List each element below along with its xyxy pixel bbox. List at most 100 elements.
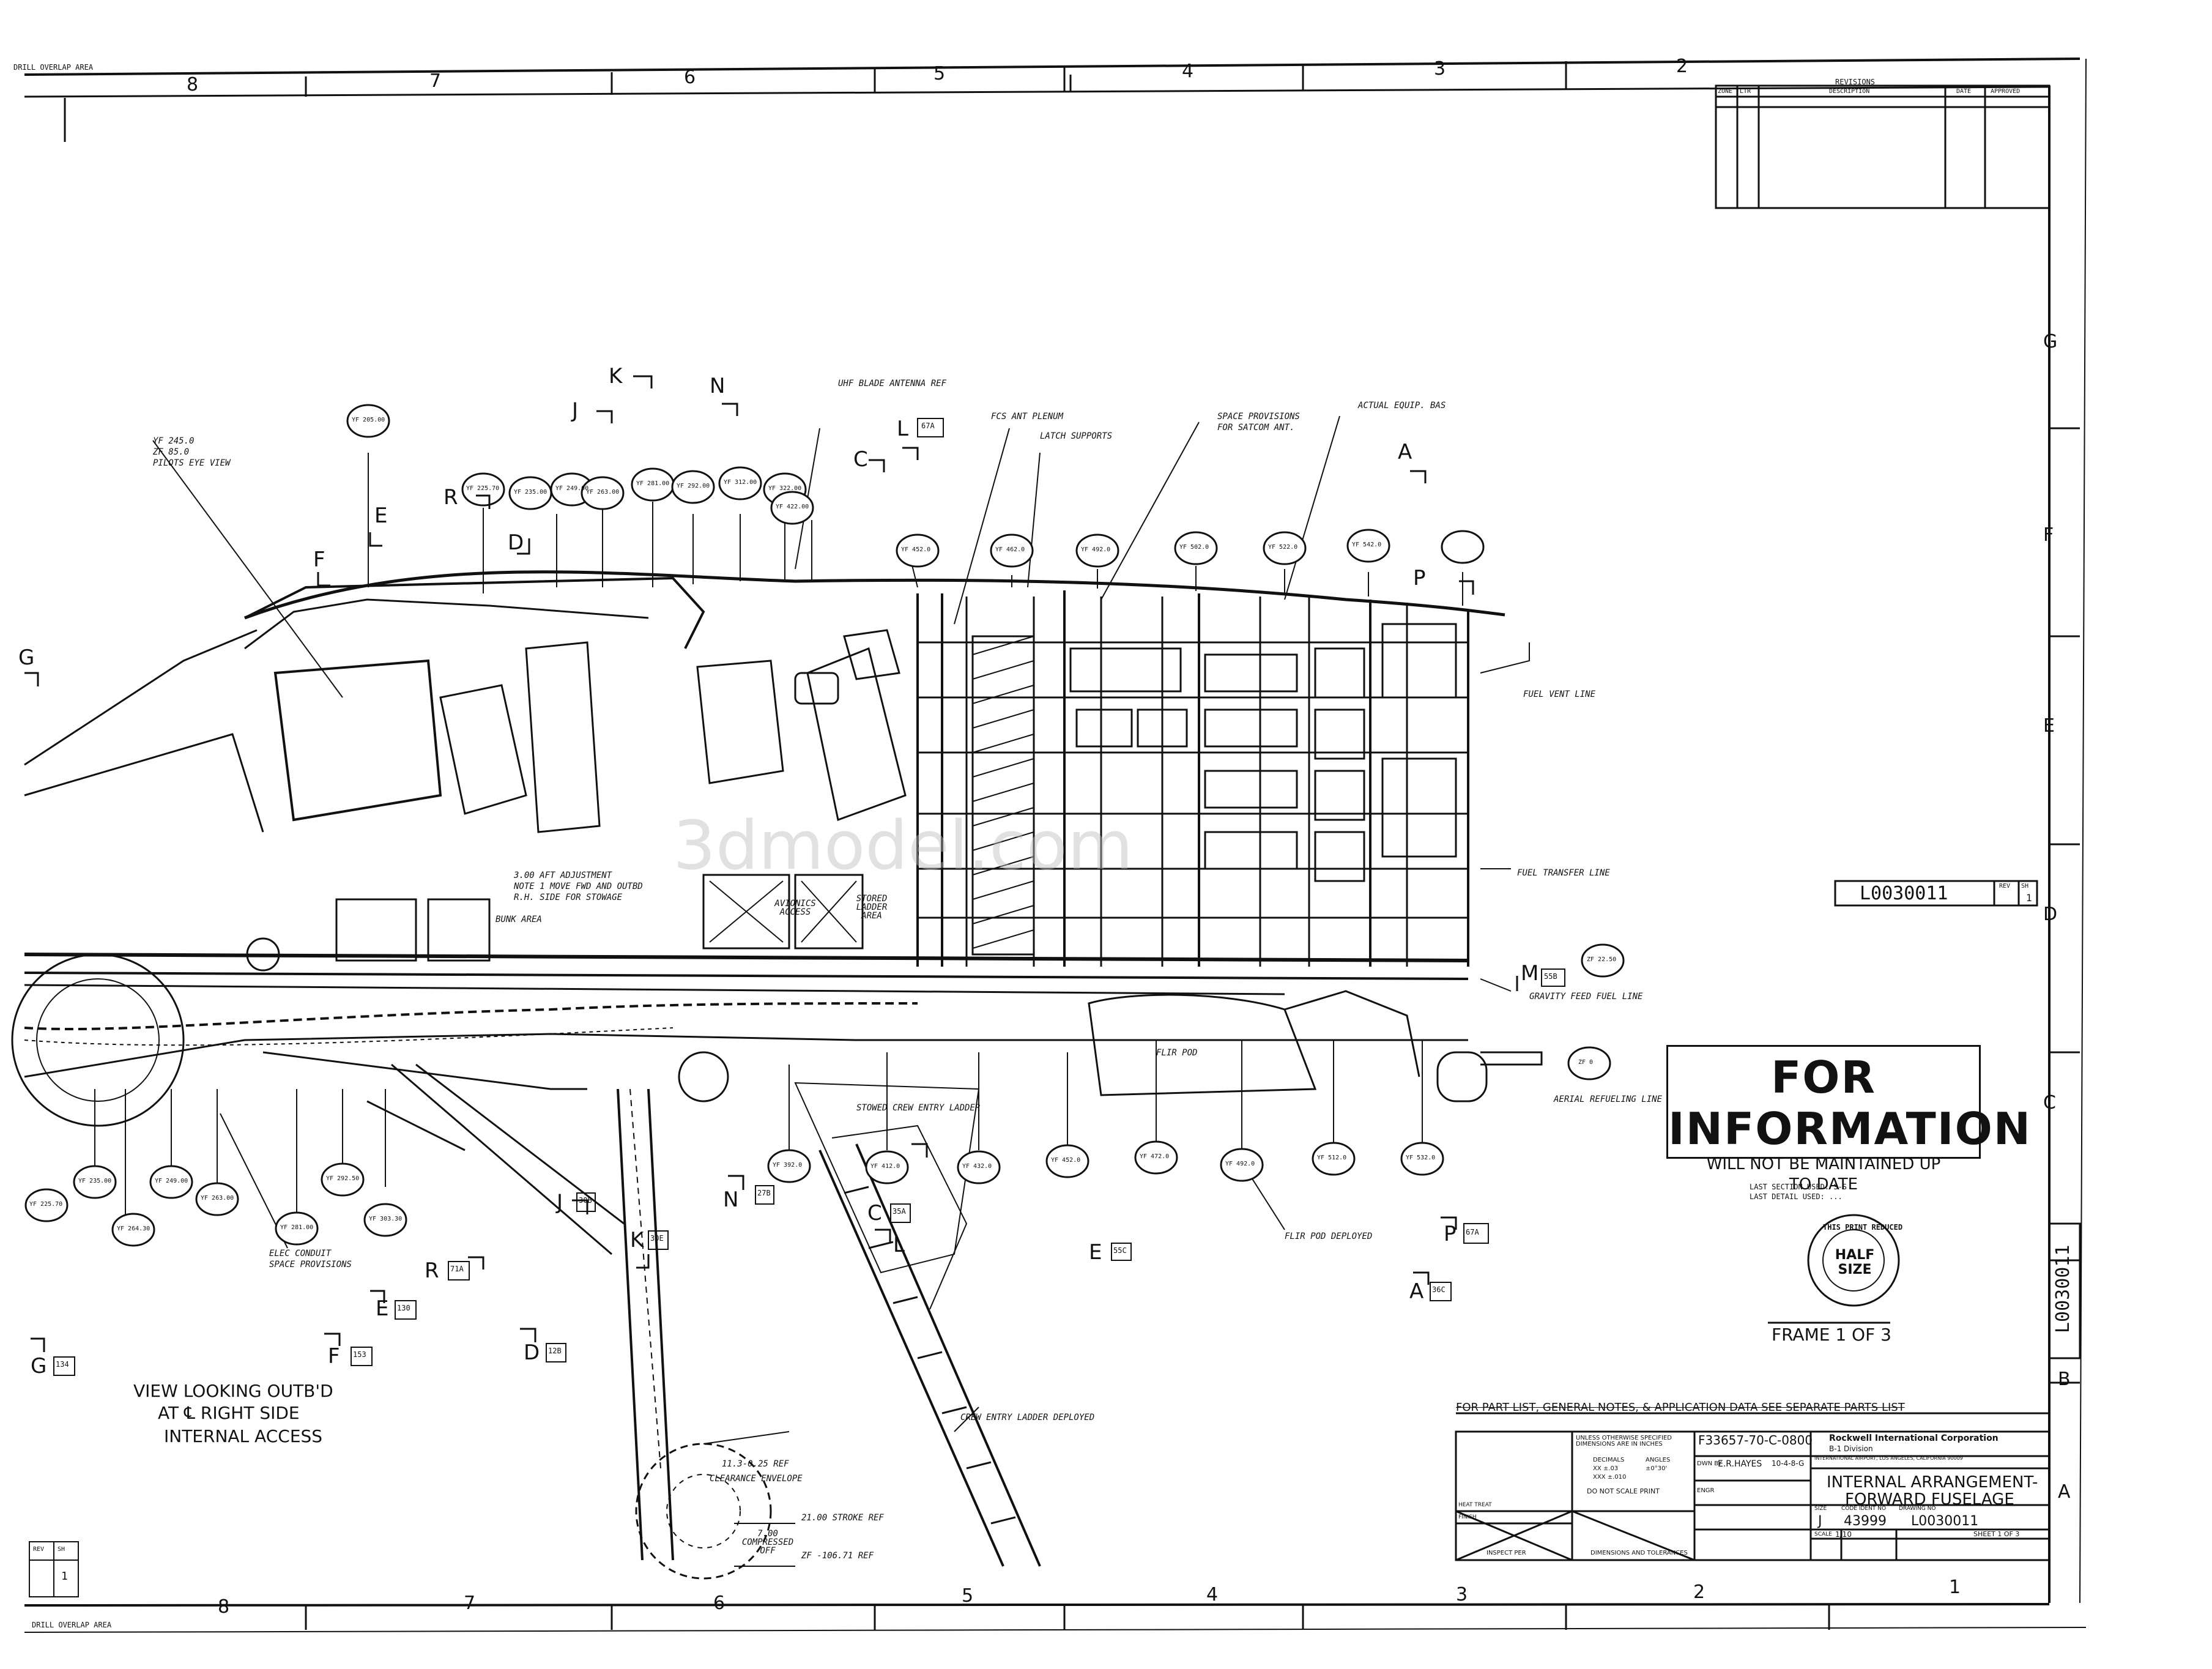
rev-col-description: DESCRIPTION [1829, 88, 1870, 95]
section-ref-J: 30B [579, 1196, 592, 1205]
station-label: YF 492.0 [1081, 546, 1111, 553]
tol-xxx: XXX ±.010 [1593, 1474, 1627, 1481]
zone-bottom-6: 6 [713, 1593, 726, 1614]
station-label: YF 512.0 [1317, 1154, 1347, 1161]
station-label: YF 432.0 [962, 1163, 992, 1170]
zone-right-F: F [2043, 524, 2054, 546]
section-marker-P: P [1413, 566, 1426, 590]
scale-value: 1/10 [1835, 1530, 1852, 1539]
dwg-value: L0030011 [1911, 1514, 1979, 1529]
bl-rev-label: REV [33, 1546, 45, 1553]
title-line2: FORWARD FUSELAGE [1845, 1490, 2014, 1509]
hatched-panel [971, 635, 1035, 956]
section-marker-P2: P [1444, 1222, 1457, 1246]
station-label: YF 225.70 [29, 1201, 63, 1208]
heat-treat-label: HEAT TREAT [1458, 1502, 1492, 1508]
doc-number: L0030011 [1860, 883, 1948, 904]
crew-entry-ladder [818, 1143, 1041, 1567]
section-marker-A2: A [1409, 1279, 1424, 1304]
section-ref-P2: 67A [1466, 1228, 1479, 1236]
section-marker-A: A [1398, 440, 1412, 464]
station-label: YF 452.0 [1051, 1157, 1081, 1164]
station-label: YF 263.00 [201, 1195, 234, 1202]
canopy [244, 576, 705, 649]
stamp-title: FOR INFORMATION [1668, 1052, 2032, 1154]
drawn-by: E.R.HAYES [1718, 1459, 1762, 1469]
zone-top-7: 7 [429, 70, 442, 92]
station-label: YF 472.0 [1140, 1153, 1170, 1160]
tol-angles: ANGLES [1646, 1457, 1671, 1463]
border-outer-top [24, 58, 2080, 76]
note-crew-ladder-deployed: CREW ENTRY LADDER DEPLOYED [960, 1413, 1095, 1422]
note-pilots-eye: PILOTS EYE VIEW [153, 458, 231, 468]
section-marker-G: G [18, 645, 35, 670]
dwg-label: DRAWING NO [1899, 1506, 1936, 1512]
zone-top-3: 3 [1434, 58, 1446, 80]
note-zf-ref: ZF -106.71 REF [801, 1551, 874, 1561]
zone-top-6: 6 [684, 67, 696, 88]
sheet-label: SHEET 1 OF 3 [1973, 1530, 2020, 1538]
size-value: J [1818, 1514, 1822, 1529]
zf-label: ZF 0 [1578, 1059, 1594, 1066]
note-satcom: FOR SATCOM ANT. [1217, 423, 1295, 433]
section-ref-E2: 55C [1113, 1246, 1127, 1255]
section-ref-F: 153 [353, 1350, 366, 1359]
section-marker-J: J [572, 398, 579, 423]
note-space-provisions: SPACE PROVISIONS [1217, 412, 1300, 422]
tol-xx: XX ±.03 [1593, 1465, 1619, 1472]
stamp-line2: TO DATE [1789, 1175, 1858, 1194]
section-marker-K: K [609, 364, 623, 388]
fuselage-crown [244, 570, 1505, 620]
note-latch-supports: LATCH SUPPORTS [1040, 431, 1113, 441]
watermark-text: 3dmodel.com [673, 806, 1133, 885]
note-ref-dim: 11.3-0.25 REF [722, 1459, 789, 1469]
border-inner-top [24, 86, 2050, 98]
section-ref-R: 71A [450, 1265, 464, 1273]
station-label: YF 249.00 [555, 485, 589, 492]
border-right-outer [2079, 58, 2087, 1604]
note-uhf-antenna: UHF BLADE ANTENNA REF [838, 379, 947, 388]
section-ref-G: 134 [56, 1360, 69, 1369]
code-value: 43999 [1844, 1514, 1887, 1529]
note-compressed: 7.00 COMPRESSED OFF [741, 1529, 794, 1556]
section-ref-N: 27B [757, 1189, 771, 1197]
station-label: YF 322.00 [768, 485, 802, 492]
station-label: YF 312.00 [724, 479, 757, 486]
station-label: YF 264.30 [117, 1225, 150, 1232]
zone-right-E: E [2043, 715, 2055, 737]
station-label: YF 292.50 [326, 1175, 360, 1182]
overlap-label-top: DRILL OVERLAP AREA [13, 63, 94, 72]
station-label: YF 422.00 [776, 504, 809, 510]
note-rh-stowage: R.H. SIDE FOR STOWAGE [514, 893, 623, 902]
station-label: YF 292.00 [677, 483, 710, 489]
border-bottom-outer [24, 1627, 2087, 1633]
section-marker-C: C [867, 1201, 882, 1225]
dims-note: DIMENSIONS AND TOLERANCES [1590, 1550, 1688, 1556]
section-marker-E2: E [1089, 1240, 1102, 1265]
border-bottom [24, 1603, 2050, 1607]
zone-bottom-7: 7 [464, 1593, 476, 1614]
crew-seat [806, 647, 907, 822]
station-label: YF 452.0 [901, 546, 931, 553]
zone-bottom-2: 2 [1693, 1582, 1705, 1603]
half-size-center: HALF SIZE [1835, 1247, 1875, 1278]
nose-wheel [635, 1443, 772, 1580]
contract-number: F33657-70-C-0800 [1698, 1433, 1813, 1448]
station-label: YF 492.0 [1225, 1161, 1255, 1167]
tol-angle-val: ±0°30' [1646, 1465, 1668, 1472]
zone-right-D: D [2043, 904, 2058, 925]
section-ref-E: 130 [397, 1304, 410, 1312]
station-label: YF 532.0 [1406, 1154, 1436, 1161]
note-avionics-access: AVIONICS ACCESS [774, 899, 816, 917]
title-line1: INTERNAL ARRANGEMENT- [1827, 1473, 2038, 1492]
company-division: B-1 Division [1829, 1444, 1873, 1453]
code-label: CODE IDENT NO [1841, 1506, 1887, 1512]
bl-sh-value: 1 [61, 1570, 68, 1583]
zone-right-A: A [2058, 1481, 2071, 1503]
bulkhead [916, 590, 1469, 967]
note-flir-pod: FLIR POD [1156, 1048, 1198, 1058]
overlap-label-bottom: DRILL OVERLAP AREA [32, 1621, 112, 1629]
note-bunk-area: BUNK AREA [495, 915, 542, 924]
section-marker-G: G [31, 1354, 47, 1378]
note-stroke-ref: 21.00 STROKE REF [801, 1513, 884, 1523]
